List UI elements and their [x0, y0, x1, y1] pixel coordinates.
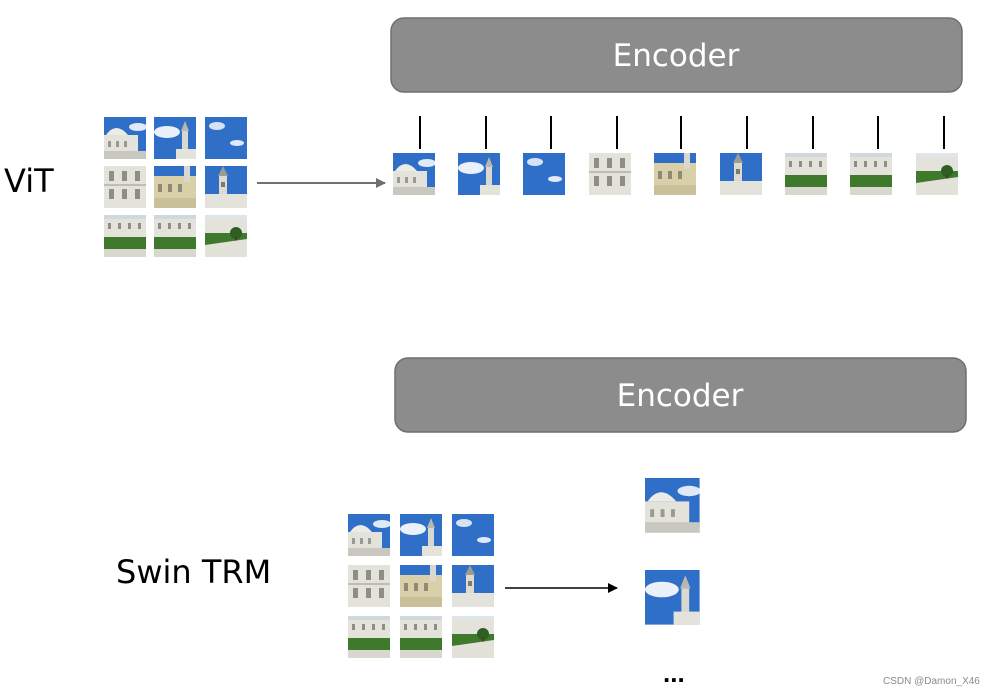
vit-grid-patch [154, 166, 196, 208]
vit-grid-patch [154, 215, 196, 257]
vit-patch-sequence [393, 153, 958, 195]
swin-window-stack [645, 478, 701, 625]
vit-grid-patch [104, 166, 146, 208]
swin-grid-patch [400, 616, 442, 658]
swin-encoder-label: Encoder [617, 378, 744, 414]
vit-grid-patch [104, 117, 147, 159]
swin-grid-patch [452, 616, 494, 658]
vit-section: ViT Encoder [4, 17, 963, 257]
vit-sequence-patch [916, 153, 958, 195]
vit-image-grid [104, 117, 247, 257]
vit-sequence-patch [654, 153, 696, 195]
vit-encoder-box: Encoder [390, 17, 963, 93]
swin-grid-patch [452, 514, 494, 556]
vit-token-connectors [419, 116, 945, 149]
vit-label: ViT [4, 162, 54, 200]
swin-encoder-box: Encoder [394, 357, 967, 433]
vit-grid-patch [205, 166, 247, 208]
swin-label: Swin TRM [116, 553, 271, 591]
vit-sequence-patch [458, 153, 500, 195]
swin-grid-patch [400, 514, 442, 556]
swin-image-grid [348, 514, 494, 658]
vit-sequence-patch [589, 153, 631, 195]
vit-sequence-patch [720, 153, 762, 195]
swin-section: Encoder Swin TRM ... [116, 357, 967, 688]
vit-grid-patch [205, 215, 247, 257]
swin-ellipsis: ... [663, 658, 685, 688]
swin-grid-patch [400, 565, 442, 607]
vit-sequence-patch [523, 153, 565, 195]
swin-grid-patch [348, 514, 391, 556]
vit-sequence-patch [393, 153, 436, 195]
swin-window-patch [645, 570, 700, 625]
vit-grid-patch [104, 215, 146, 257]
swin-grid-patch [452, 565, 494, 607]
vit-grid-patch [205, 117, 247, 159]
vit-sequence-patch [785, 153, 827, 195]
swin-grid-patch [348, 565, 390, 607]
watermark: CSDN @Damon_X46 [883, 676, 980, 687]
vit-sequence-patch [850, 153, 892, 195]
vit-grid-patch [154, 117, 196, 159]
vit-encoder-label: Encoder [613, 38, 740, 74]
swin-window-patch [645, 478, 701, 533]
swin-grid-patch [348, 616, 390, 658]
